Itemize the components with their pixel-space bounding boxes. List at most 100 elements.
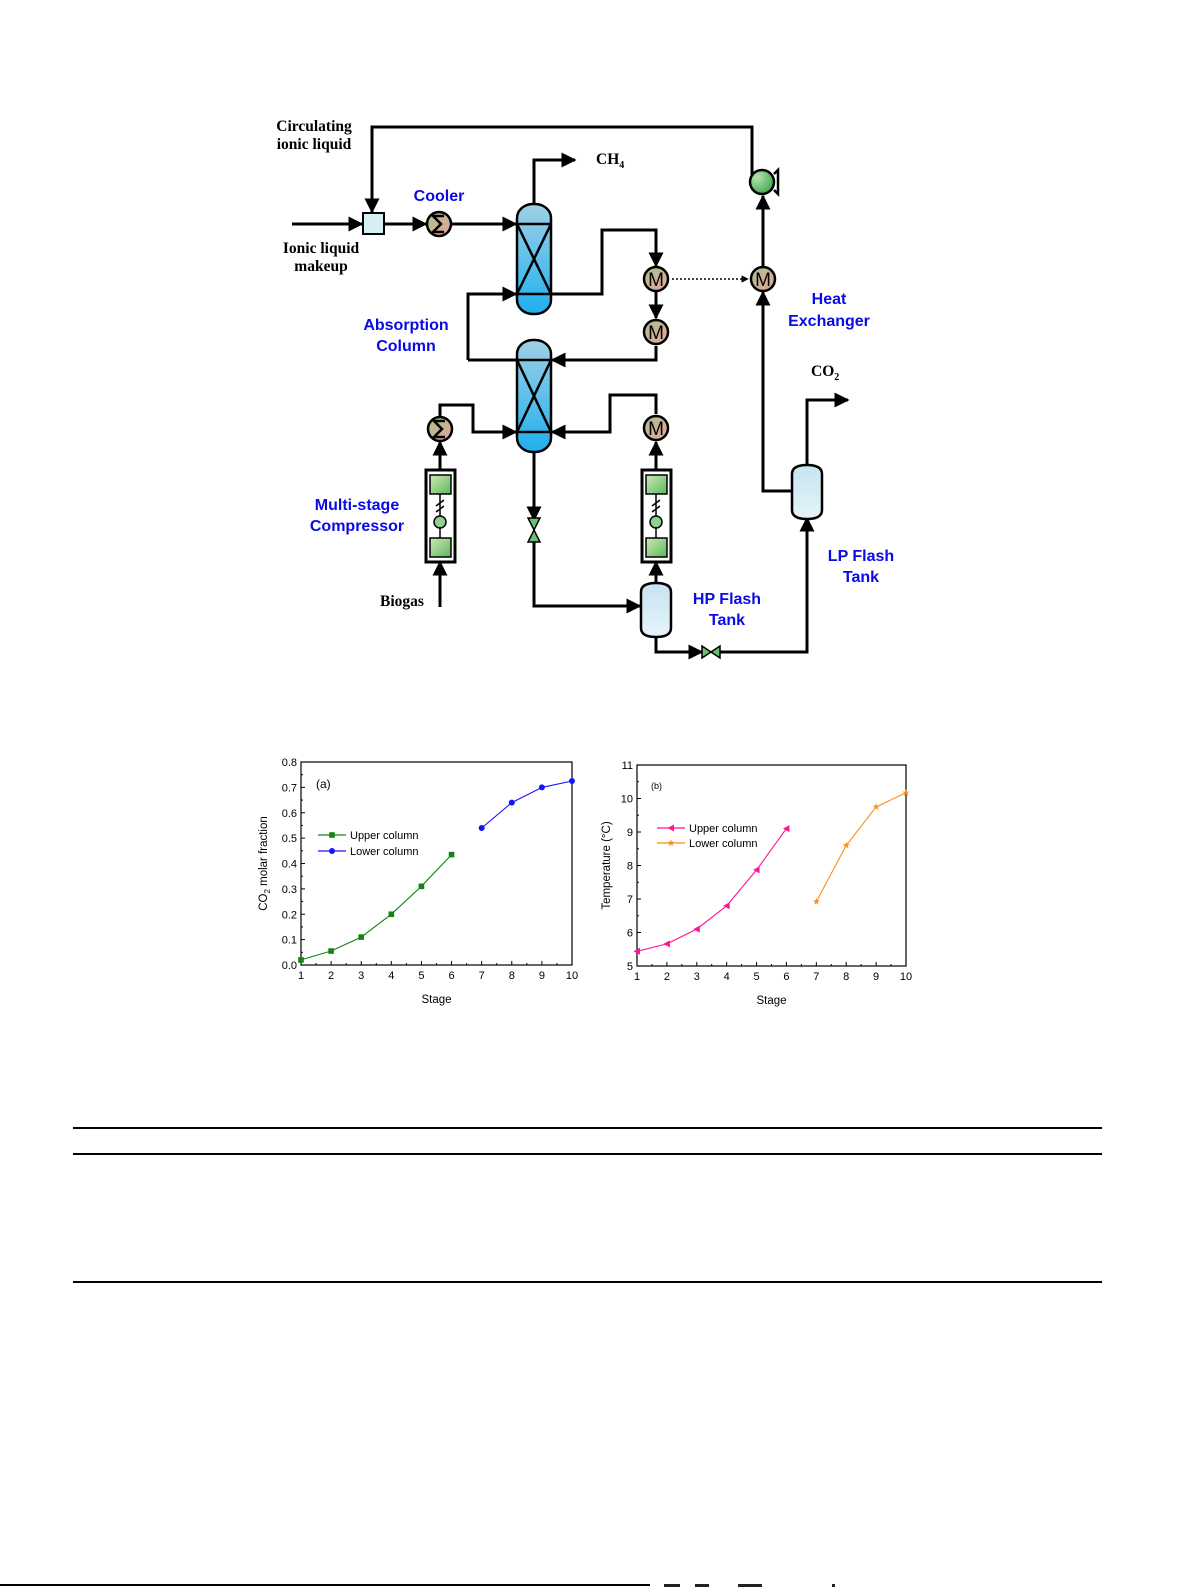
table-bottom-rule — [73, 1281, 1102, 1283]
legend-label: Upper column — [689, 823, 757, 835]
data-point — [902, 789, 910, 796]
page-edge-fragment — [695, 1584, 709, 1587]
svg-text:M: M — [648, 270, 664, 291]
table-top-rule — [73, 1127, 1102, 1129]
label-biogas: Biogas — [380, 593, 424, 610]
panel-label: (a) — [316, 777, 331, 791]
x-tick-label: 6 — [783, 971, 789, 983]
y-tick-label: 10 — [621, 794, 633, 806]
y-tick-label: 7 — [627, 894, 633, 906]
heat-exchanger-icon: M — [642, 265, 670, 293]
heat-exchanger-icon: M — [749, 265, 777, 293]
x-tick-label: 1 — [298, 970, 304, 982]
series-upper-column — [298, 851, 455, 963]
heat-exchanger-icon: M — [642, 414, 670, 442]
x-tick-label: 7 — [479, 970, 485, 982]
data-point — [358, 934, 365, 940]
legend-item: Lower column — [318, 846, 418, 858]
label-compressor: Compressor — [310, 518, 404, 535]
x-tick-label: 3 — [358, 970, 364, 982]
plot-frame — [636, 764, 907, 967]
y-tick-label: 0.5 — [282, 833, 297, 845]
legend-item: Lower column — [657, 838, 757, 850]
data-point — [418, 883, 425, 890]
data-point — [812, 897, 820, 905]
y-tick-label: 0.3 — [282, 884, 297, 896]
x-tick-label: 6 — [448, 970, 454, 982]
label-cooler: Cooler — [414, 188, 465, 205]
process-flow-diagram: M M M M — [276, 118, 894, 660]
label-compressor: Multi-stage — [315, 497, 400, 514]
data-point — [298, 957, 304, 963]
data-point — [633, 947, 640, 955]
y-tick-label: 0.4 — [282, 859, 297, 871]
y-tick-label: 0.6 — [282, 808, 297, 820]
label-hp-flash-tank: HP Flash — [693, 591, 761, 608]
label-il-makeup: Ionic liquid — [283, 240, 360, 257]
stream-co2 — [805, 392, 850, 465]
data-point — [842, 841, 850, 849]
x-tick-label: 8 — [843, 971, 849, 983]
x-axis-label: Stage — [421, 994, 451, 1006]
cooler-icon — [425, 210, 453, 238]
series-line — [815, 792, 907, 902]
x-tick-label: 4 — [724, 971, 730, 983]
page-edge-fragment — [738, 1584, 762, 1587]
page-edge — [0, 1584, 650, 1586]
x-tick-label: 2 — [328, 970, 334, 982]
data-point — [538, 784, 545, 791]
label-circulating-il: Circulating — [276, 118, 352, 135]
svg-text:M: M — [755, 270, 771, 291]
label-lp-flash-tank: LP Flash — [828, 548, 894, 565]
y-tick-label: 8 — [627, 861, 633, 873]
legend-item: Upper column — [657, 823, 757, 835]
x-tick-label: 2 — [664, 971, 670, 983]
series-line — [300, 854, 452, 961]
mixer — [362, 212, 385, 235]
x-tick-label: 5 — [418, 970, 424, 982]
y-tick-label: 0.2 — [282, 909, 297, 921]
y-tick-label: 0.8 — [282, 757, 297, 769]
data-point — [753, 866, 760, 874]
label-absorption-column: Absorption — [363, 317, 448, 334]
x-tick-label: 4 — [388, 970, 394, 982]
panel-label: (b) — [651, 781, 662, 791]
data-point — [782, 825, 790, 833]
data-point — [328, 948, 334, 954]
label-il-makeup: makeup — [294, 258, 347, 275]
y-tick-label: 0.7 — [282, 782, 297, 794]
svg-text:M: M — [648, 419, 664, 440]
x-tick-label: 5 — [753, 971, 759, 983]
y-axis-label: CO2 molar fraction — [258, 816, 272, 911]
data-point — [872, 803, 880, 810]
data-point — [569, 778, 575, 785]
data-point — [663, 940, 670, 948]
series-upper-column — [633, 825, 790, 955]
legend-marker — [329, 832, 335, 838]
heat-exchanger-icon: M — [642, 318, 670, 346]
legend-label: Lower column — [350, 846, 418, 858]
multi-stage-compressor — [640, 468, 673, 564]
x-tick-label: 8 — [509, 970, 515, 982]
multi-stage-compressor — [424, 468, 457, 564]
series-line — [636, 828, 787, 952]
x-tick-label: 10 — [566, 970, 578, 982]
label-ch4: CH4 — [596, 151, 624, 171]
page-edge-fragment — [832, 1584, 835, 1587]
y-tick-label: 9 — [627, 827, 633, 839]
table-header-rule — [73, 1153, 1102, 1155]
label-lp-flash-tank: Tank — [843, 569, 879, 586]
y-tick-label: 5 — [627, 961, 633, 973]
label-hp-flash-tank: Tank — [709, 612, 745, 629]
legend-marker — [667, 824, 674, 832]
label-circulating-il: ionic liquid — [277, 136, 352, 153]
cooler-icon — [426, 415, 454, 443]
data-point — [448, 851, 455, 858]
y-tick-label: 6 — [627, 928, 633, 940]
pump-icon — [748, 127, 780, 198]
legend-marker — [329, 848, 335, 854]
legend-item: Upper column — [318, 830, 418, 842]
x-tick-label: 7 — [813, 971, 819, 983]
